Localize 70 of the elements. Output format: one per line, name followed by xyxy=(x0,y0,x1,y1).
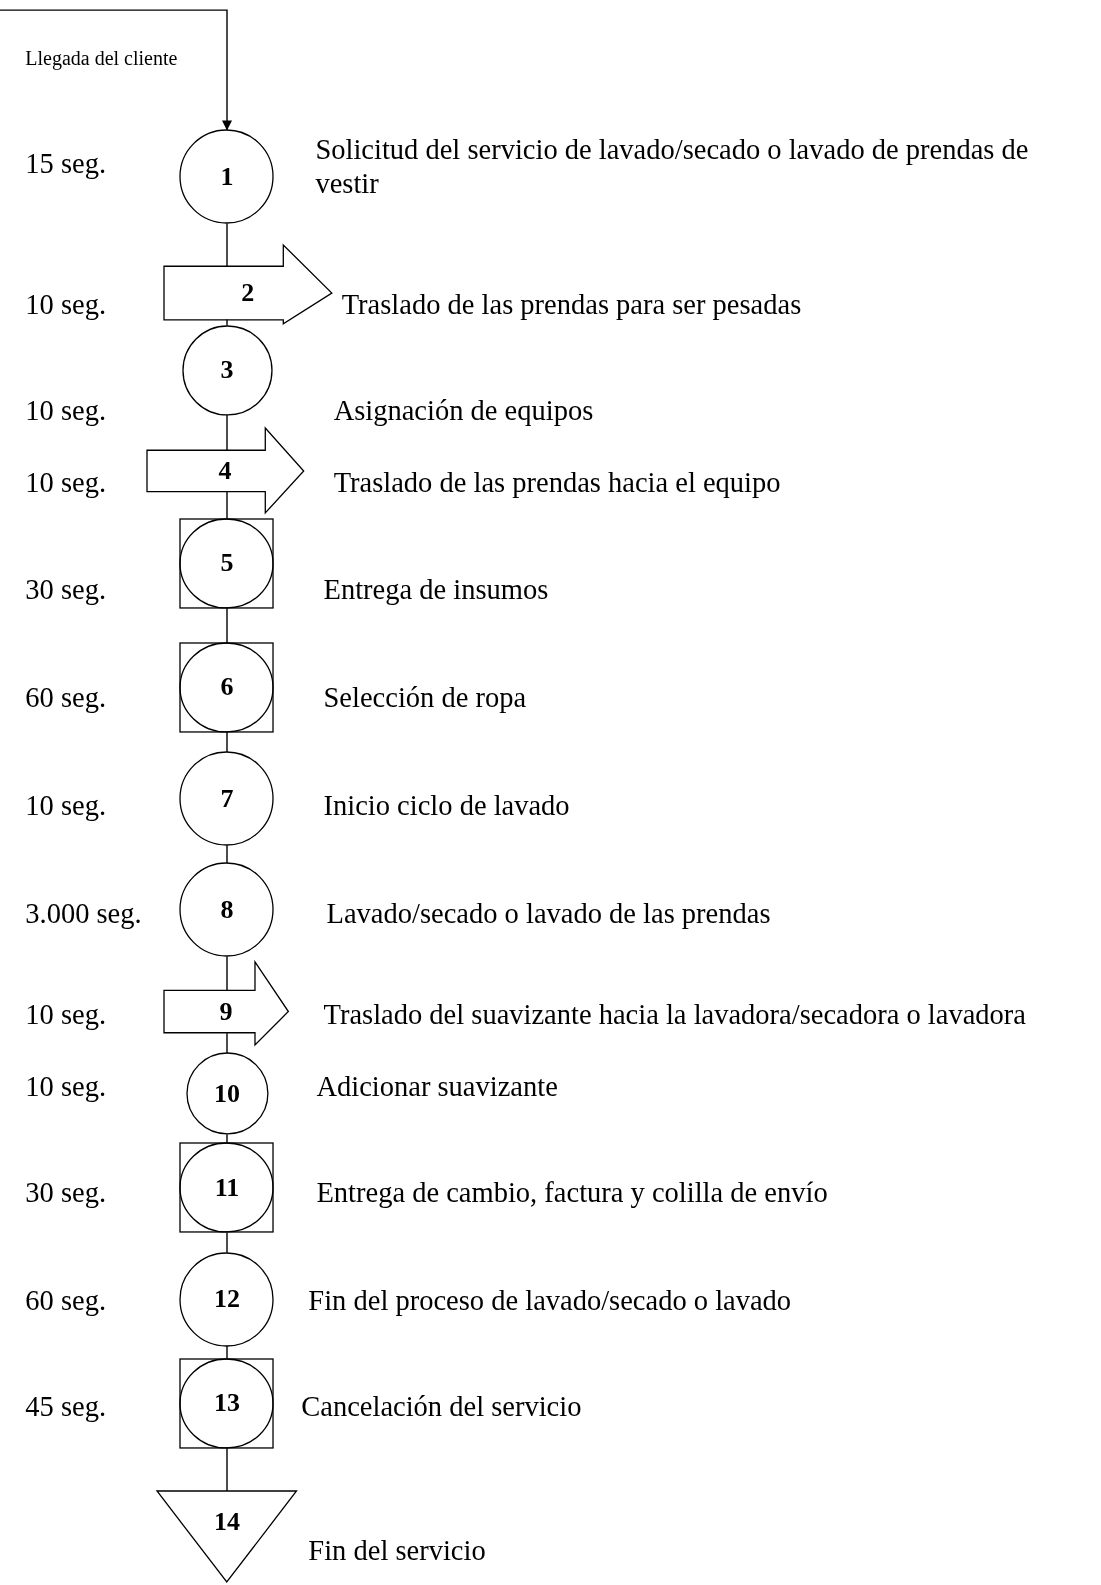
duration-label: 30 seg. xyxy=(25,1175,106,1210)
connector-line xyxy=(226,1032,228,1055)
step-description: Fin del servicio xyxy=(308,1533,486,1568)
transport-symbol xyxy=(146,427,304,513)
operation-circle xyxy=(182,325,272,415)
step-description: Cancelación del servicio xyxy=(301,1390,582,1425)
duration-label: 3.000 seg. xyxy=(25,896,142,931)
step-number: 2 xyxy=(241,277,255,308)
connector-line xyxy=(226,955,228,992)
connector-line xyxy=(226,1133,228,1145)
step-description: Traslado del suavizante hacia la lavadora/secadora o lavadora xyxy=(323,997,1026,1032)
step-number: 13 xyxy=(214,1388,240,1419)
step-number: 12 xyxy=(214,1284,240,1315)
duration-label: 10 seg. xyxy=(25,288,106,323)
step-number: 14 xyxy=(214,1506,240,1537)
operation-circle xyxy=(180,863,274,957)
duration-label: 45 seg. xyxy=(25,1390,106,1425)
connector-line xyxy=(226,1447,228,1492)
connector-line xyxy=(226,222,228,267)
connector-line xyxy=(226,413,228,451)
duration-label: 60 seg. xyxy=(25,681,106,716)
step-number: 11 xyxy=(214,1172,240,1203)
operation-circle xyxy=(180,752,274,846)
step-number: 4 xyxy=(218,455,232,486)
step-number: 5 xyxy=(220,548,234,579)
step-number: 8 xyxy=(220,894,234,925)
step-description: Inicio ciclo de lavado xyxy=(323,788,570,823)
step-number: 10 xyxy=(214,1078,240,1109)
step-description: Entrega de insumos xyxy=(323,573,549,608)
operation-circle xyxy=(180,1252,274,1346)
connector-line xyxy=(226,731,228,753)
connector-line xyxy=(226,844,228,865)
duration-label: 10 seg. xyxy=(25,394,106,429)
combined-operation-symbol xyxy=(180,1143,274,1233)
duration-label: 30 seg. xyxy=(25,573,106,608)
step-description: Entrega de cambio, factura y colilla de envío xyxy=(316,1175,828,1210)
duration-label: 10 seg. xyxy=(25,466,106,501)
step-description: Adicionar suavizante xyxy=(316,1069,558,1104)
step-number: 6 xyxy=(220,672,234,703)
operation-circle xyxy=(186,1053,268,1135)
connector-line xyxy=(226,1344,228,1360)
combined-operation-symbol xyxy=(180,518,274,608)
operation-circle xyxy=(180,130,274,224)
step-description: Solicitud del servicio de lavado/secado o lavado de prendas de vestir xyxy=(315,133,1030,202)
transport-symbol xyxy=(163,244,332,324)
connector-line xyxy=(226,606,228,644)
combined-operation-symbol xyxy=(180,1358,274,1448)
step-description: Traslado de las prendas hacia el equipo xyxy=(333,466,781,501)
duration-label: 15 seg. xyxy=(25,146,106,181)
connector-line xyxy=(226,1231,228,1254)
storage-triangle xyxy=(157,1491,297,1583)
step-number: 9 xyxy=(219,997,233,1027)
duration-label: 60 seg. xyxy=(25,1283,106,1318)
entry-arrow xyxy=(0,9,232,132)
step-description: Fin del proceso de lavado/secado o lavado xyxy=(308,1283,792,1318)
step-description: Selección de ropa xyxy=(323,681,527,716)
transport-symbol xyxy=(163,962,289,1046)
start-label: Llegada del cliente xyxy=(25,46,179,72)
step-number: 3 xyxy=(220,355,234,385)
step-number: 7 xyxy=(220,783,234,814)
duration-label: 10 seg. xyxy=(25,788,106,823)
combined-operation-symbol xyxy=(180,643,274,732)
step-description: Traslado de las prendas para ser pesadas xyxy=(341,288,802,323)
step-description: Asignación de equipos xyxy=(333,394,594,429)
connector-line xyxy=(226,490,228,520)
duration-label: 10 seg. xyxy=(25,997,106,1032)
duration-label: 10 seg. xyxy=(25,1069,106,1104)
step-number: 1 xyxy=(220,161,234,192)
step-description: Lavado/secado o lavado de las prendas xyxy=(326,896,771,931)
connector-line xyxy=(226,318,228,327)
